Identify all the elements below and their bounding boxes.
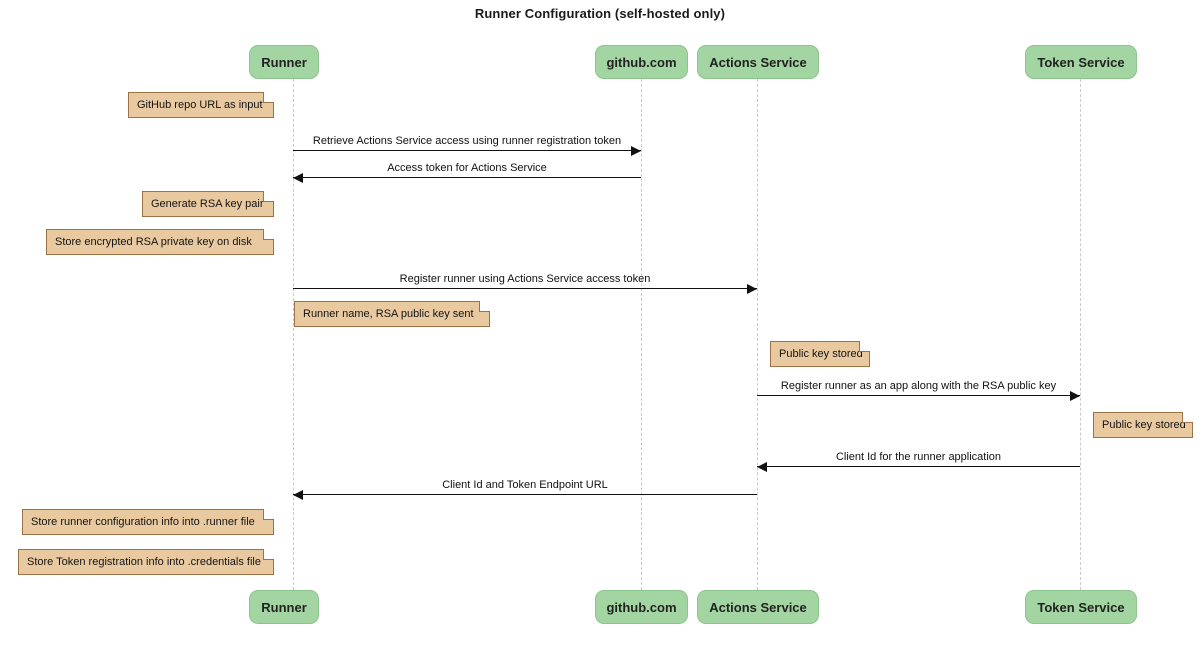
arrowhead-left-icon (757, 462, 767, 472)
participant-label: github.com (606, 599, 677, 615)
message-label-msg-client-id-runner-app: Client Id for the runner application (835, 451, 1002, 463)
participant-label: Runner (261, 599, 307, 615)
note-runner-name-key: Runner name, RSA public key sent (294, 301, 490, 327)
message-label-msg-retrieve-actions-access: Retrieve Actions Service access using ru… (312, 135, 622, 147)
note-text: Store encrypted RSA private key on disk (55, 236, 252, 248)
lifeline-github (641, 79, 642, 590)
participant-runner-top[interactable]: Runner (249, 45, 319, 79)
note-fold-corner-icon (263, 191, 274, 202)
arrowhead-right-icon (747, 284, 757, 294)
note-github-repo-url: GitHub repo URL as input (128, 92, 274, 118)
message-line-msg-register-app-rsa (757, 395, 1080, 396)
participant-label: Runner (261, 54, 307, 70)
message-label-msg-client-id-token-endpoint: Client Id and Token Endpoint URL (442, 479, 608, 491)
note-store-private-key: Store encrypted RSA private key on disk (46, 229, 274, 255)
note-text: GitHub repo URL as input (137, 99, 263, 111)
page-title: Runner Configuration (self-hosted only) (474, 6, 726, 21)
note-public-key-stored-1: Public key stored (770, 341, 870, 367)
note-store-runner-config: Store runner configuration info into .ru… (22, 509, 274, 535)
participant-label: Token Service (1037, 54, 1125, 70)
message-line-msg-client-id-runner-app (757, 466, 1080, 467)
participant-actions-bottom[interactable]: Actions Service (697, 590, 819, 624)
arrowhead-left-icon (293, 173, 303, 183)
note-text: Generate RSA key pair (151, 198, 264, 210)
note-generate-rsa: Generate RSA key pair (142, 191, 274, 217)
arrowhead-right-icon (631, 146, 641, 156)
note-text: Store runner configuration info into .ru… (31, 516, 255, 528)
participant-label: Actions Service (709, 54, 807, 70)
note-public-key-stored-2: Public key stored (1093, 412, 1193, 438)
lifeline-actions (757, 79, 758, 590)
message-label-msg-access-token: Access token for Actions Service (387, 162, 547, 174)
message-line-msg-retrieve-actions-access (293, 150, 641, 151)
arrowhead-left-icon (293, 490, 303, 500)
note-text: Public key stored (779, 348, 863, 360)
message-line-msg-register-runner (293, 288, 757, 289)
lifeline-runner (293, 79, 294, 590)
note-text: Store Token registration info into .cred… (27, 556, 261, 568)
arrowhead-right-icon (1070, 391, 1080, 401)
participant-github-top[interactable]: github.com (595, 45, 688, 79)
message-label-msg-register-runner: Register runner using Actions Service ac… (399, 273, 651, 285)
note-store-token-reg: Store Token registration info into .cred… (18, 549, 274, 575)
note-fold-corner-icon (263, 92, 274, 103)
participant-actions-top[interactable]: Actions Service (697, 45, 819, 79)
participant-token-top[interactable]: Token Service (1025, 45, 1137, 79)
note-fold-corner-icon (263, 549, 274, 560)
participant-runner-bottom[interactable]: Runner (249, 590, 319, 624)
participant-token-bottom[interactable]: Token Service (1025, 590, 1137, 624)
lifeline-token (1080, 79, 1081, 590)
message-line-msg-client-id-token-endpoint (293, 494, 757, 495)
note-fold-corner-icon (859, 341, 870, 352)
participant-label: Actions Service (709, 599, 807, 615)
message-line-msg-access-token (293, 177, 641, 178)
participant-github-bottom[interactable]: github.com (595, 590, 688, 624)
note-fold-corner-icon (1182, 412, 1193, 423)
note-text: Runner name, RSA public key sent (303, 308, 474, 320)
note-fold-corner-icon (479, 301, 490, 312)
note-fold-corner-icon (263, 509, 274, 520)
participant-label: Token Service (1037, 599, 1125, 615)
participant-label: github.com (606, 54, 677, 70)
note-fold-corner-icon (263, 229, 274, 240)
note-text: Public key stored (1102, 419, 1186, 431)
message-label-msg-register-app-rsa: Register runner as an app along with the… (780, 380, 1057, 392)
